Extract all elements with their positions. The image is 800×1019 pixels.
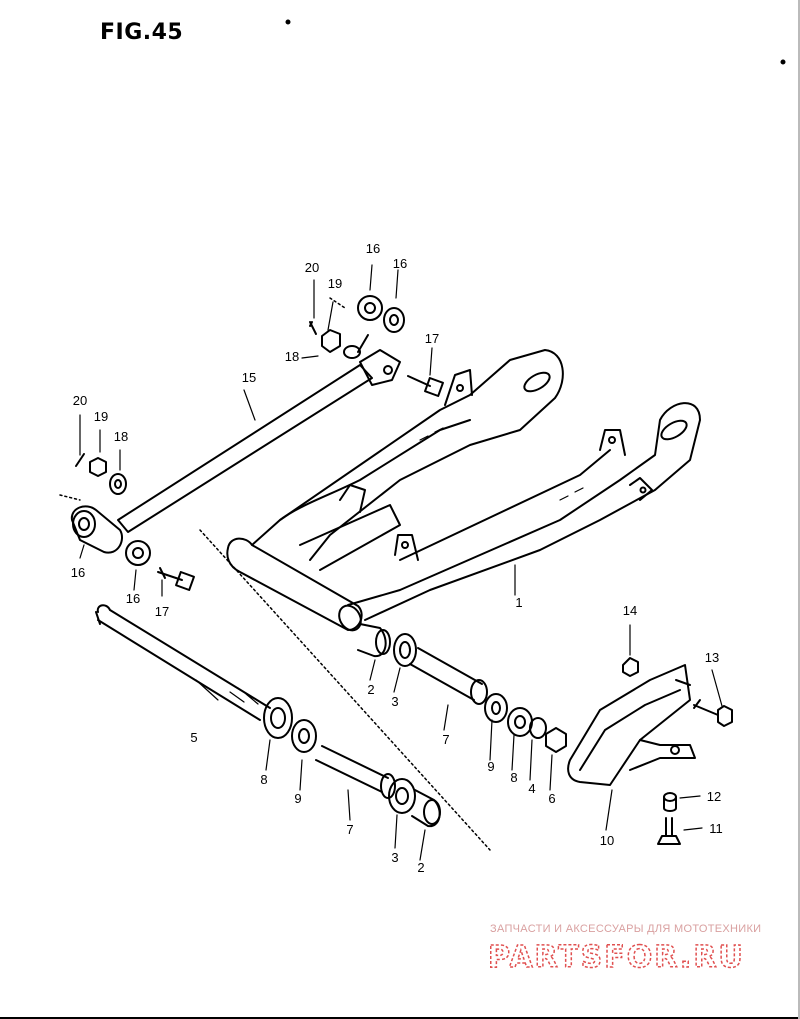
- part-label-16: 16: [71, 565, 85, 580]
- part-label-19: 19: [94, 409, 108, 424]
- part-label-16: 16: [366, 241, 380, 256]
- part-label-17: 17: [155, 604, 169, 619]
- part-label-20: 20: [73, 393, 87, 408]
- part-label-9: 9: [487, 759, 494, 774]
- part-label-19: 19: [328, 276, 342, 291]
- part-label-7: 7: [346, 822, 353, 837]
- part-label-3: 3: [391, 694, 398, 709]
- part-label-15: 15: [242, 370, 256, 385]
- part-label-14: 14: [623, 603, 637, 618]
- part-label-16: 16: [126, 591, 140, 606]
- figure-title: FIG.45: [100, 20, 184, 45]
- part-label-16: 16: [393, 256, 407, 271]
- chain-guard-hardware: [622, 657, 733, 845]
- swingarm: [226, 349, 701, 632]
- part-label-3: 3: [391, 850, 398, 865]
- pivot-bolt: [95, 604, 271, 721]
- part-label-5: 5: [190, 730, 197, 745]
- watermark-logo-text: PARTSFOR.RU: [488, 940, 745, 972]
- part-label-2: 2: [417, 860, 424, 875]
- right-stack: [357, 623, 567, 753]
- part-label-13: 13: [705, 650, 719, 665]
- left-small-parts: [75, 453, 127, 495]
- assembly-guide-lines: [59, 297, 491, 851]
- stray-dot: [285, 19, 291, 25]
- part-label-10: 10: [600, 833, 614, 848]
- part-label-6: 6: [548, 791, 555, 806]
- part-label-8: 8: [260, 772, 267, 787]
- part-label-8: 8: [510, 770, 517, 785]
- right-border: [798, 0, 800, 1019]
- leader-lines: [79, 264, 723, 861]
- part-label-1: 1: [515, 595, 522, 610]
- part-label-7: 7: [442, 732, 449, 747]
- part-label-17: 17: [425, 331, 439, 346]
- torque-link: [117, 334, 401, 533]
- stray-dot: [780, 59, 786, 65]
- part-label-12: 12: [707, 789, 721, 804]
- watermark-logo: PARTSFOR.RU: [488, 940, 745, 972]
- upper-small-parts: [309, 295, 405, 359]
- bolt-17-left: [157, 567, 195, 591]
- part-label-4: 4: [528, 781, 535, 796]
- part-label-18: 18: [114, 429, 128, 444]
- part-label-18: 18: [285, 349, 299, 364]
- bolt-17-right: [407, 375, 444, 397]
- watermark-tagline: ЗАПЧАСТИ И АКСЕССУАРЫ ДЛЯ МОТОТЕХНИКИ: [490, 923, 762, 935]
- part-label-11: 11: [709, 821, 723, 836]
- chain-guard: [567, 664, 696, 786]
- part-label-2: 2: [367, 682, 374, 697]
- part-label-9: 9: [294, 791, 301, 806]
- part-labels: 1223345677889910111213141516161616171718…: [71, 241, 723, 875]
- bottom-border: [0, 1017, 800, 1019]
- lower-left-stack: [263, 697, 441, 828]
- part-label-20: 20: [305, 260, 319, 275]
- left-bushings: [70, 505, 151, 566]
